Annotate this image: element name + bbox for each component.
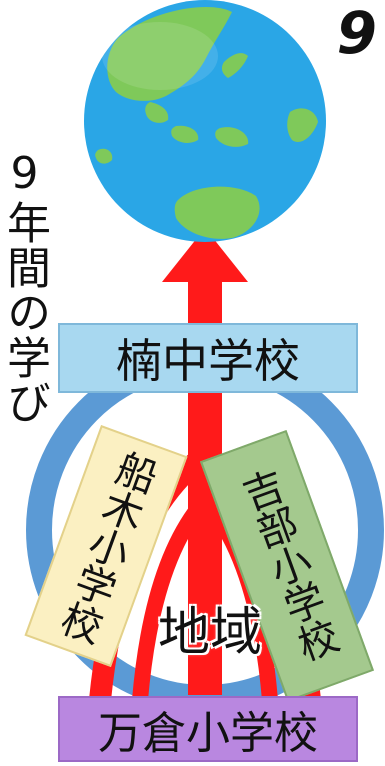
arrow-head — [162, 228, 248, 282]
side-title: 9年間の学び — [0, 148, 50, 425]
top-school-label: 楠中学校 — [116, 334, 300, 388]
globe-icon — [84, 0, 326, 242]
bottom-school-box: 万倉小学校 — [58, 696, 358, 762]
bottom-school-label: 万倉小学校 — [98, 708, 318, 759]
top-school-box: 楠中学校 — [58, 323, 358, 393]
region-label: 地域 — [157, 603, 262, 663]
corner-number: 9 — [336, 0, 377, 67]
